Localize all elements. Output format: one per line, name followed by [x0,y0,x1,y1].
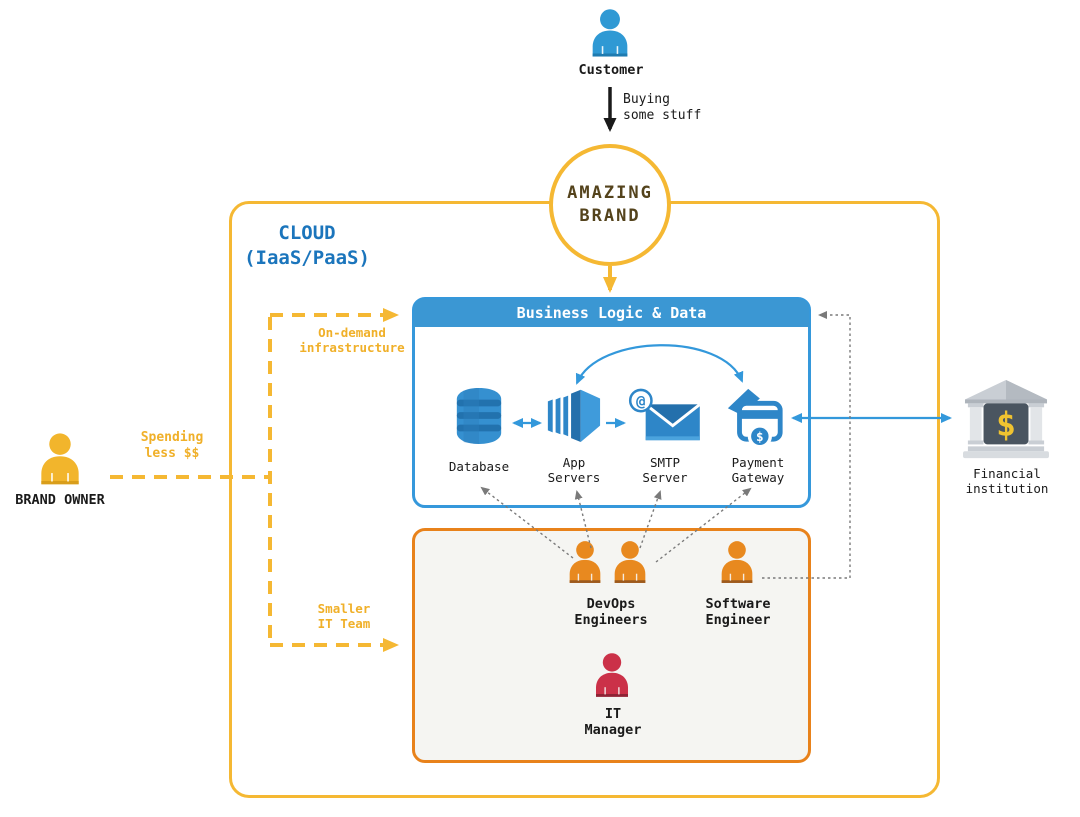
devops-label: DevOps Engineers [574,596,648,629]
database-label: Database [448,459,510,474]
spending-annotation: Spending less $$ [140,430,204,461]
app-servers-label: App Servers [547,455,601,486]
it-manager-icon [596,653,628,697]
cloud-title: CLOUD (IaaS/PaaS) [244,222,370,269]
devops-engineer-2-icon [614,541,646,583]
financial-institution-label: Financial institution [965,466,1049,497]
business-logic-header: Business Logic & Data [414,299,809,327]
brand-owner-label: BRAND OWNER [15,492,105,508]
smtp-server-label: SMTP Server [642,455,688,486]
software-engineer-icon [721,541,753,583]
on-demand-annotation: On-demand infrastructure [299,325,405,356]
payment-gateway-icon: $ [727,388,783,446]
customer-person-icon [592,9,628,57]
smtp-server-icon: @ [628,388,701,441]
it-manager-label: IT Manager [584,706,642,739]
database-icon [456,388,502,444]
buying-annotation: Buying some stuff [623,92,702,123]
bank-icon: $ [963,379,1049,459]
customer-label: Customer [578,62,644,78]
svg-text:@: @ [636,392,645,410]
smaller-team-annotation: Smaller IT Team [317,601,371,632]
svg-text:$: $ [996,405,1016,444]
amazing-brand-node: AMAZING BRAND [549,144,671,266]
payment-gateway-label: Payment Gateway [731,455,785,486]
svg-text:$: $ [756,429,764,444]
software-engineer-label: Software Engineer [705,596,771,629]
app-servers-icon [547,389,601,442]
brand-owner-person-icon [41,433,79,485]
devops-engineer-1-icon [569,541,601,583]
